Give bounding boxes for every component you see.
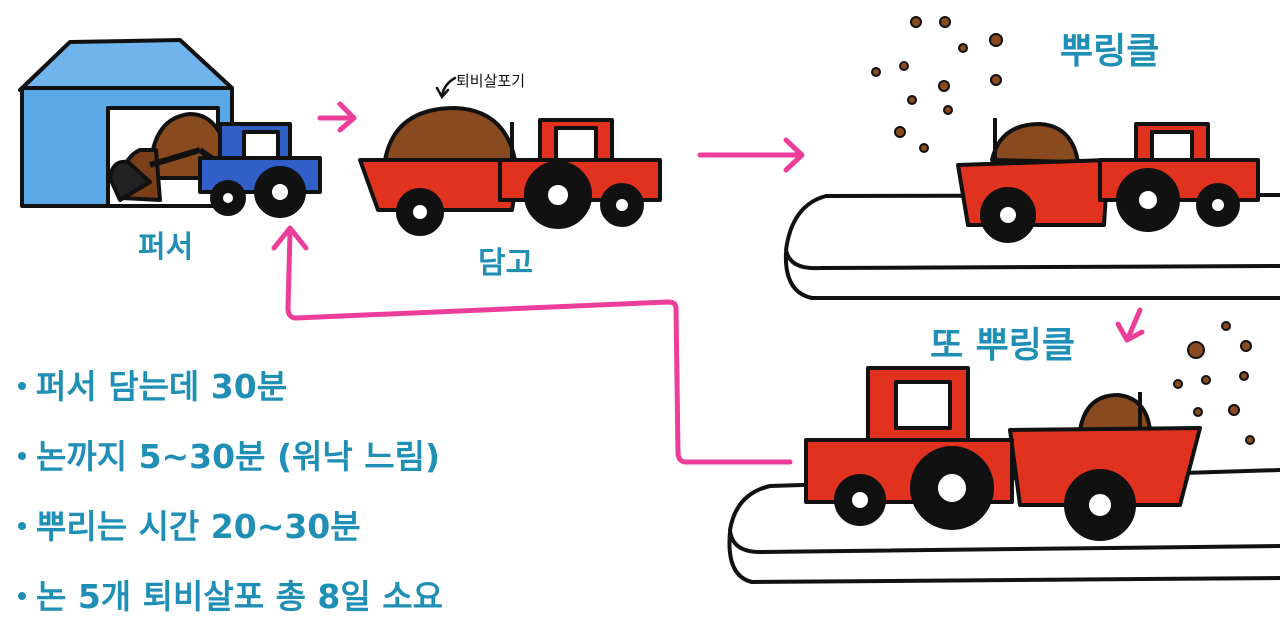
compost-particle [943,105,953,115]
notes-list: 퍼서 담는데 30분 논까지 5~30분 (워낙 느림) 뿌리는 시간 20~3… [14,362,443,642]
list-item: 논까지 5~30분 (워낙 느림) [14,432,443,502]
compost-particle [1245,435,1255,445]
compost-particle [910,16,922,28]
compost-particle [899,61,909,71]
compost-particle [894,126,906,138]
return-arrow-icon [271,225,793,465]
arrow-icon [317,101,357,133]
compost-particle [1187,341,1205,359]
compost-particle [907,95,917,105]
bullet-icon [18,381,26,390]
list-item: 논 5개 퇴비살포 총 8일 소요 [14,572,443,642]
blue-tractor-loader-icon [108,112,322,218]
compost-particle [938,80,950,92]
arrow-icon [1115,307,1145,343]
label-spread-again: 또 뿌링클 [930,325,1076,366]
compost-particles [871,16,1255,445]
note-text: 논 5개 퇴비살포 총 8일 소요 [36,577,443,616]
compost-particle [1240,340,1252,352]
compost-particle [1221,321,1231,331]
compost-particle [1173,379,1183,389]
compost-particle [1201,375,1211,385]
label-loader: 퍼서 [138,230,194,265]
red-tractor-spreading-again-icon [804,366,1202,541]
compost-particle [1228,404,1240,416]
label-load: 담고 [478,246,534,281]
label-compost-spreader: 퇴비살포기 [456,72,526,90]
compost-particle [990,74,1002,86]
bullet-icon [18,521,26,530]
red-tractor-spreading-icon [956,118,1260,243]
compost-particle [989,33,1003,47]
compost-particle [939,16,951,28]
label-spread: 뿌링클 [1060,31,1160,72]
compost-particle [871,67,881,77]
field-lower [727,468,1280,585]
compost-particle [1193,407,1203,417]
bullet-icon [18,591,26,600]
arrow-icon [697,137,805,173]
compost-particle [1239,371,1249,381]
note-text: 논까지 5~30분 (워낙 느림) [36,437,441,476]
field-upper [783,193,1280,300]
red-tractor-loaded-icon [358,106,662,236]
list-item: 뿌리는 시간 20~30분 [14,502,443,572]
list-item: 퍼서 담는데 30분 [14,362,443,432]
note-text: 뿌리는 시간 20~30분 [36,507,361,546]
compost-particle [919,143,929,153]
note-text: 퍼서 담는데 30분 [36,367,288,406]
compost-particle [958,43,968,53]
bullet-icon [18,451,26,460]
small-pointer-icon [435,76,457,100]
